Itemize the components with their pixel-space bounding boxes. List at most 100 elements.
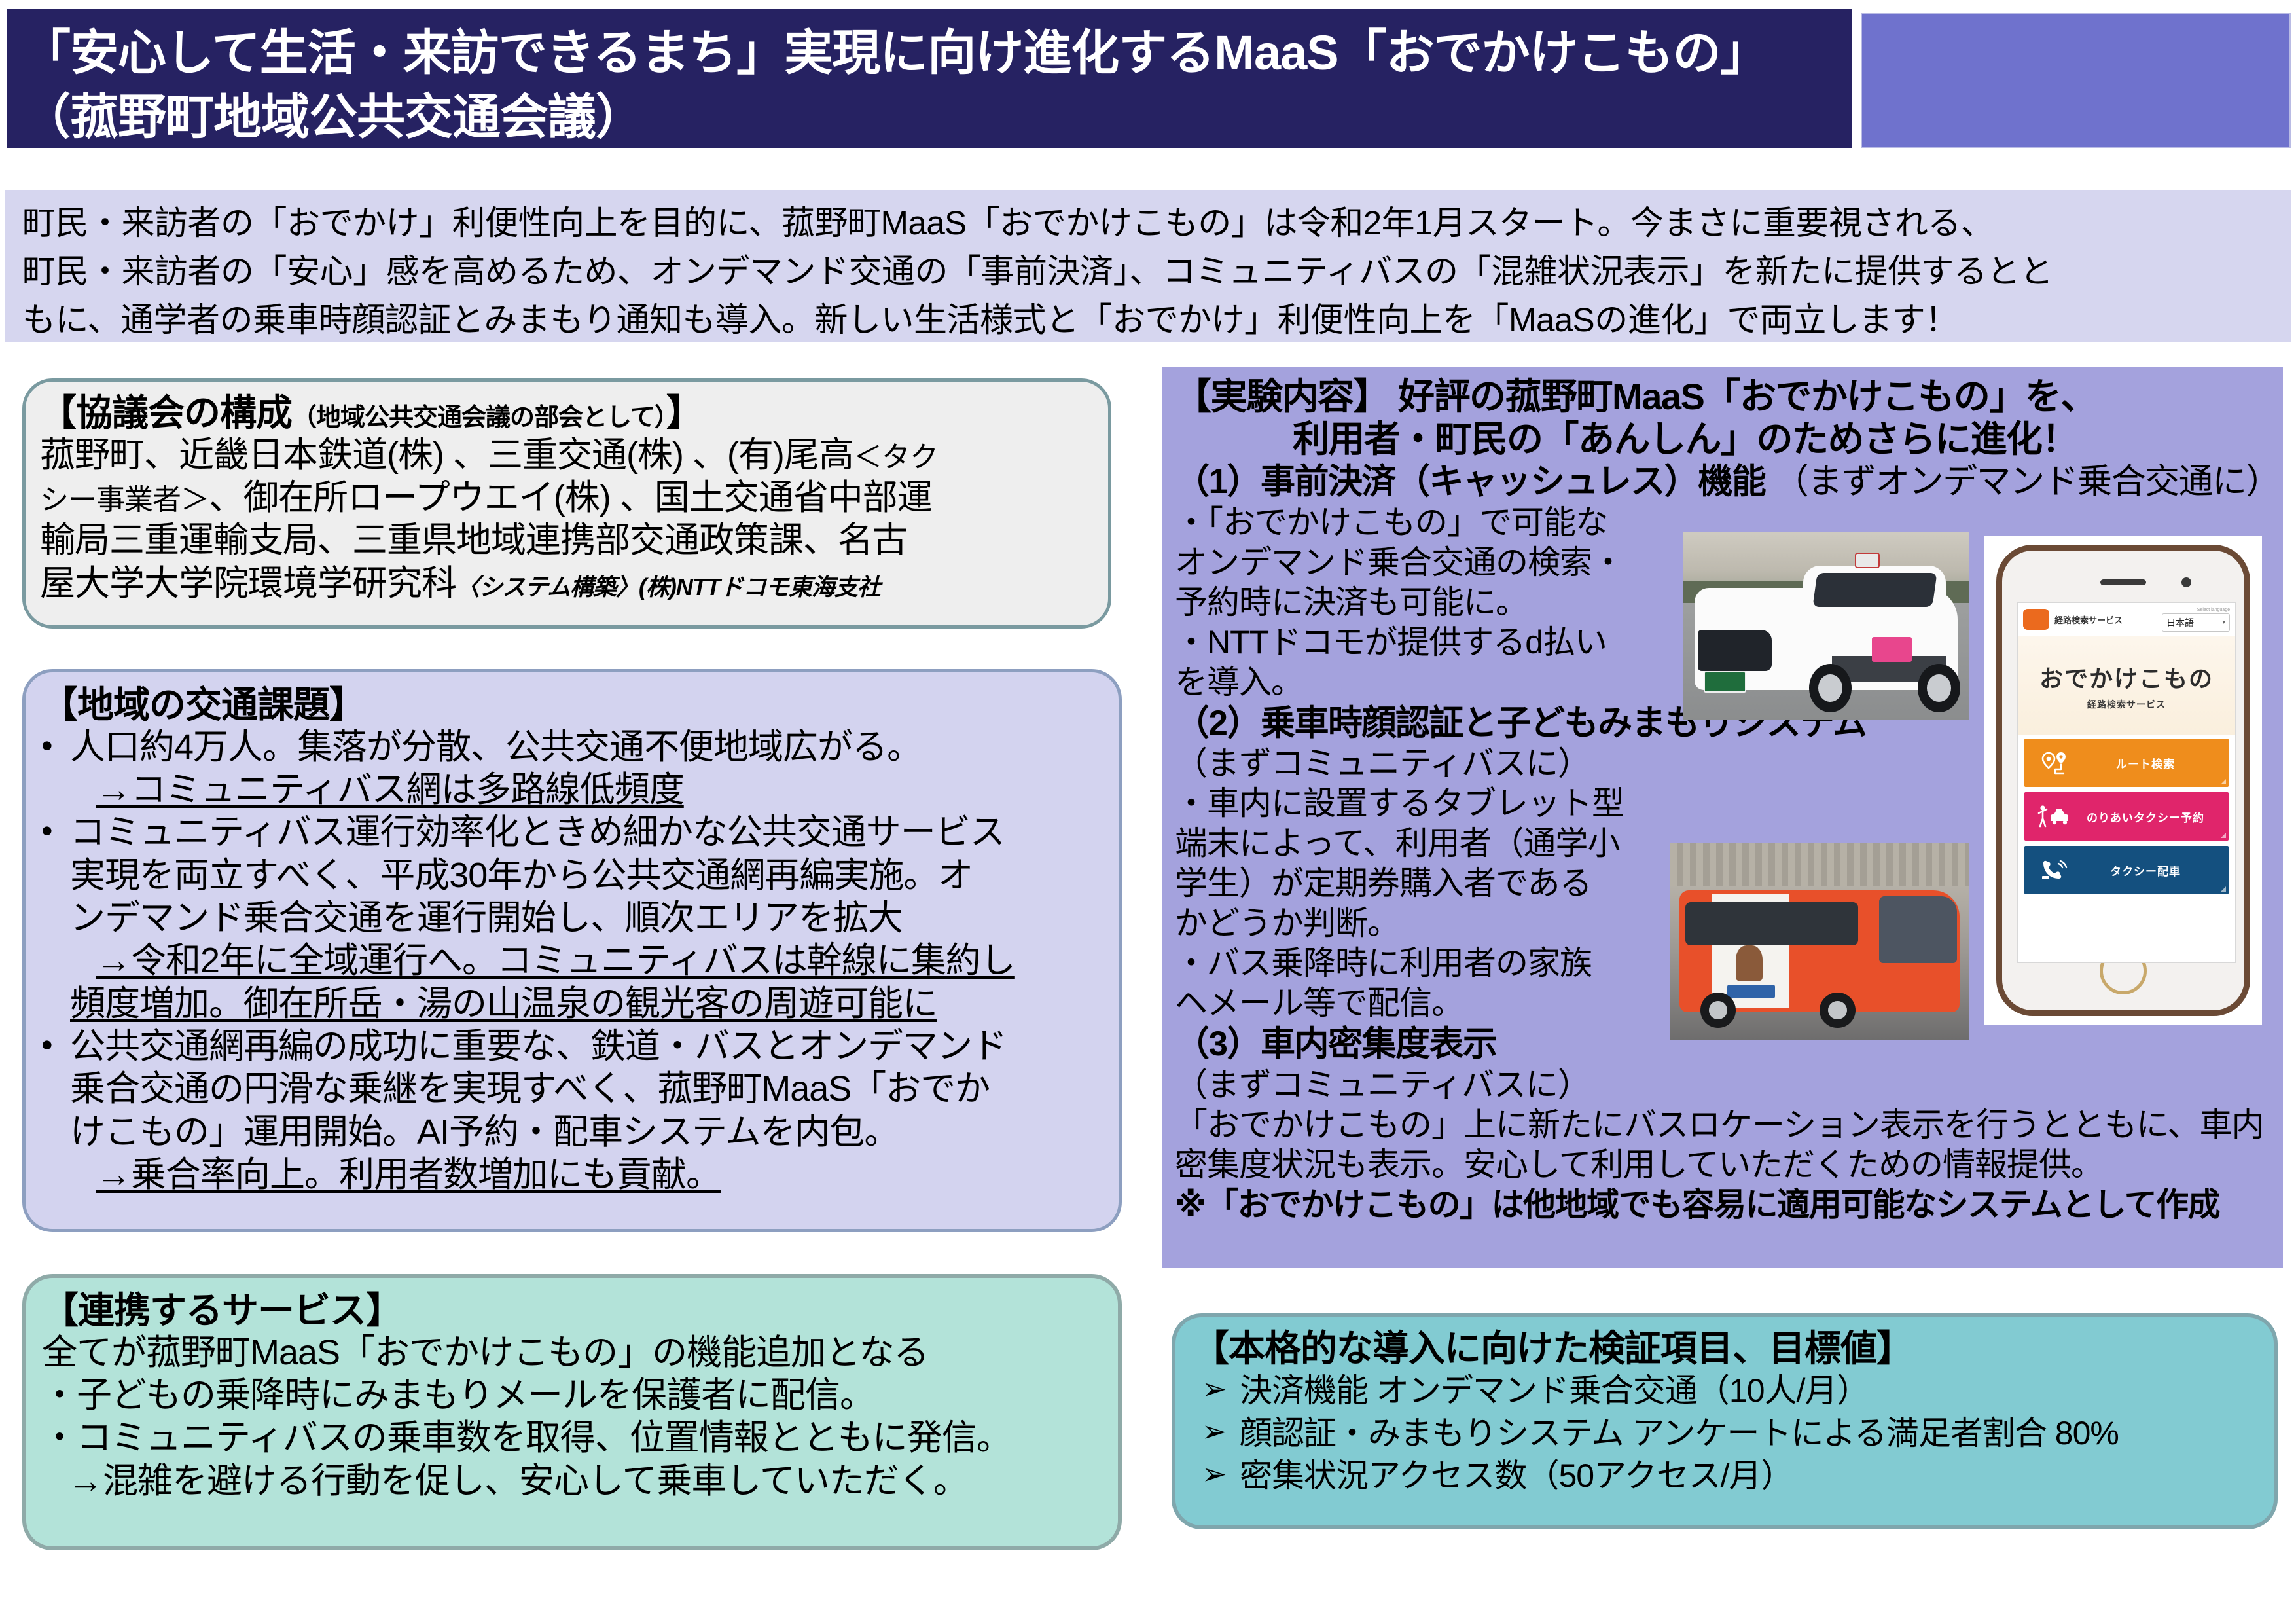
issues-b3-line-3: けこもの」運用開始。AI予約・配車システムを内包。 [70,1112,899,1152]
linked-line-1: 全てが菰野町MaaS「おでかけこもの」の機能追加となる [42,1332,929,1372]
council-line-2: シー事業者＞、御在所ロープウエイ(株) 、国土交通省中部運 [40,477,1095,519]
app-topbar-title: 経路検索サービス [2054,615,2123,625]
verify-item-1-label: 決済機能 オンデマンド乗合交通（10人/月） [1240,1372,1869,1409]
council-line-4: 屋大学大学院環境学研究科〈システム構築〉(株)NTTドコモ東海支社 [40,562,1095,605]
bus-windshield-shape [1879,896,1957,963]
experiment-head-line-2: 利用者・町民の「あんしん」のためさらに進化！ [1293,418,2079,460]
community-bus-photo [1670,843,1969,1040]
verify-item-3: ➢ 密集状況アクセス数（50アクセス/月） [1193,1455,2262,1497]
issues-b1-line-1: 人口約4万人。集落が分散、公共交通不便地域広がる。 [70,727,922,767]
s2-line-3: 学生）が定期券購入者である [1175,865,1592,902]
bus-photo-building-bricks [1670,843,1969,886]
taxi-dispatch-button[interactable]: タクシー配車 [2024,846,2229,894]
shared-taxi-reservation-button[interactable]: のりあいタクシー予約 [2024,792,2229,841]
taxi-door-decal-shape [1871,637,1912,662]
s1-line-3: 予約時に決済も可能に。 [1175,583,1528,621]
shared-taxi-reservation-label: のりあいタクシー予約 [2087,811,2204,824]
s2-line-6: ヘメール等で配信。 [1175,985,1464,1022]
bus-window-strip-shape [1685,902,1859,945]
verify-item-3-label: 密集状況アクセス数（50アクセス/月） [1240,1457,1794,1494]
s1-line-5: を導入。 [1175,663,1304,701]
taxi-windshield-shape [1812,573,1937,608]
linked-line-3: ・コミュニティバスの乗車数を取得、位置情報とともに発信。 [42,1418,1012,1458]
verification-targets-panel: 【本格的な導入に向けた検証項目、目標値】 ➢ 決済機能 オンデマンド乗合交通（1… [1172,1313,2278,1529]
experiment-section-3-title: （3）車内密集度表示 [1175,1025,1498,1064]
taxi-dispatch-label: タクシー配車 [2110,865,2181,878]
intro-paragraph-box: 町民・来訪者の「おでかけ」利便性向上を目的に、菰野町MaaS「おでかけこもの」は… [5,190,2291,342]
language-select-value: 日本語 [2166,617,2194,628]
chevron-down-icon: ▾ [2222,619,2225,625]
council-heading-close: 】 [666,392,703,433]
map-pin-route-icon [2035,750,2073,775]
taxi-rear-wheel-shape [1917,663,1960,713]
taxi-roof-lamp-shape [1854,552,1880,568]
bullet-body: 公共交通網再編の成功に重要な、鉄道・バスとオンデマンド 乗合交通の円滑な乗継を実… [70,1025,1105,1196]
council-line-1: 菰野町、近畿日本鉄道(株) 、三重交通(株) 、(有)尾高＜タク [40,434,1095,477]
issues-bullet-2: • コミュニティバス運行効率化ときめ細かな公共交通サービス 実現を両立すべく、平… [41,811,1105,1025]
issues-bullet-3: • 公共交通網再編の成功に重要な、鉄道・バスとオンデマンド 乗合交通の円滑な乗継… [41,1025,1105,1196]
issues-b1-arrow-1: →コミュニティバス網は多路線低頻度 [96,770,685,810]
council-system-note: 〈システム構築〉(株)NTTドコモ東海支社 [456,573,881,600]
taxi-license-plate-shape [1703,671,1746,693]
s2-line-1: ・車内に設置するタブレット型 [1175,785,1624,822]
route-search-button[interactable]: ルート検索 [2024,739,2229,787]
experiment-footnote: ※「おでかけこもの」は他地域でも容易に適用可能なシステムとして作成 [1175,1186,2221,1223]
phone-screen: 経路検索サービス Select language 日本語 ▾ おでかけこもの 経… [2017,602,2236,963]
section-1-note: （まずオンデマンド乗合交通に） [1774,462,2281,501]
app-action-buttons: ルート検索 のりあいタクシー予約 [2018,735,2235,894]
issues-b3-arrow-1: →乗合率向上。利用者数増加にも貢献。 [96,1155,721,1195]
experiment-section-2-body: ・車内に設置するタブレット型 端末によって、利用者（通学小 学生）が定期券購入者… [1175,784,1803,1023]
issues-b3-line-2: 乗合交通の円滑な乗継を実現すべく、菰野町MaaS「おでか [70,1069,990,1109]
phone-speaker-icon [2100,579,2146,585]
s1-line-4: ・NTTドコモが提供するd払い [1175,623,1607,661]
arrow-right-icon: ➢ [1202,1371,1227,1406]
council-line-4-main: 屋大学大学院環境学研究科 [40,563,457,603]
section-1-label: （1）事前決済（キャッシュレス）機能 [1175,462,1767,501]
s3-line-1: 「おでかけこもの」上に新たにバスロケーション表示を行うとともに、車内 [1175,1106,2265,1143]
council-line-3: 輸局三重運輸支局、三重県地域連携部交通政策課、名古 [40,520,908,560]
council-line-1-small: ＜タク [853,441,939,473]
phone-call-icon [2035,858,2073,883]
s1-line-2: オンデマンド乗合交通の検索・ [1175,543,1624,581]
issues-b2-line-1: コミュニティバス運行効率化ときめ細かな公共交通サービス [70,812,1005,852]
issues-heading: 【地域の交通課題】 [41,684,366,725]
s2-line-2: 端末によって、利用者（通学小 [1175,825,1621,862]
linked-heading: 【連携するサービス】 [42,1290,403,1331]
title-accent-block [1861,13,2291,148]
verify-item-2-label: 顔認証・みまもりシステム アンケートによる満足者割合 80% [1240,1414,2119,1451]
route-search-label: ルート検索 [2116,757,2175,771]
issues-b3-line-1: 公共交通網再編の成功に重要な、鉄道・バスとオンデマンド [70,1027,1007,1067]
bullet-marker: • [41,812,53,850]
verify-item-1: ➢ 決済機能 オンデマンド乗合交通（10人/月） [1193,1370,2262,1412]
page-title-line-1: 「安心して生活・来訪できるまち」実現に向け進化するMaaS「おでかけこもの」 [22,26,1769,80]
linked-line-4: →混雑を避ける行動を促し、安心して乗車していただく。 [68,1461,969,1501]
odekake-komono-logo-icon [2023,609,2049,630]
council-composition-panel: 【協議会の構成（地域公共交通会議の部会として）】 菰野町、近畿日本鉄道(株) 、… [22,378,1111,629]
bullet-marker: • [41,1027,53,1064]
linked-line-2: ・子どもの乗降時にみまもりメールを保護者に配信。 [42,1376,875,1415]
s2-line-5: ・バス乗降時に利用者の家族 [1175,945,1592,982]
council-heading-sub: （地域公共交通会議の部会として） [292,404,667,431]
app-top-bar: 経路検索サービス Select language 日本語 ▾ [2018,603,2235,636]
s1-line-1: ・「おでかけこもの」で可能な [1175,503,1608,541]
bullet-marker: • [41,727,53,764]
app-hero-title: おでかけこもの [2039,665,2214,692]
arrow-right-icon: ➢ [1202,1456,1227,1491]
bus-logo-shape [1727,985,1775,998]
slide-title-bar: 「安心して生活・来訪できるまち」実現に向け進化するMaaS「おでかけこもの」 （… [7,9,1852,148]
linked-services-panel: 【連携するサービス】 全てが菰野町MaaS「おでかけこもの」の機能追加となる ・… [22,1274,1122,1550]
language-select[interactable]: 日本語 ▾ [2162,613,2230,632]
language-hint-label: Select language [2197,607,2230,612]
intro-line-3: もに、通学者の乗車時顔認証とみまもり通知も導入。新しい生活様式と「おでかけ」利便… [22,301,1958,338]
bullet-body: コミュニティバス運行効率化ときめ細かな公共交通サービス 実現を両立すべく、平成3… [70,811,1105,1025]
experiment-head-line-1: 【実験内容】 好評の菰野町MaaS「おでかけこもの」を、 [1175,376,2097,417]
experiment-section-2-note: （まずコミュニティバスに） [1175,745,1590,782]
phone-body: 経路検索サービス Select language 日本語 ▾ おでかけこもの 経… [1996,545,2250,1016]
s2-line-4: かどうか判断。 [1175,905,1400,942]
verify-heading: 【本格的な導入に向けた検証項目、目標値】 [1193,1328,1913,1369]
taxi-grille-shape [1697,629,1772,672]
smartphone-app-mockup: 経路検索サービス Select language 日本語 ▾ おでかけこもの 経… [1984,536,2262,1025]
intro-line-2: 町民・来訪者の「安心」感を高めるため、オンデマンド交通の「事前決済」、コミュニテ… [22,252,2053,290]
language-selector-wrap: Select language 日本語 ▾ [2162,608,2230,632]
issues-b2-arrow-1: →令和2年に全域運行へ。コミュニティバスは幹線に集約し [96,941,1016,981]
